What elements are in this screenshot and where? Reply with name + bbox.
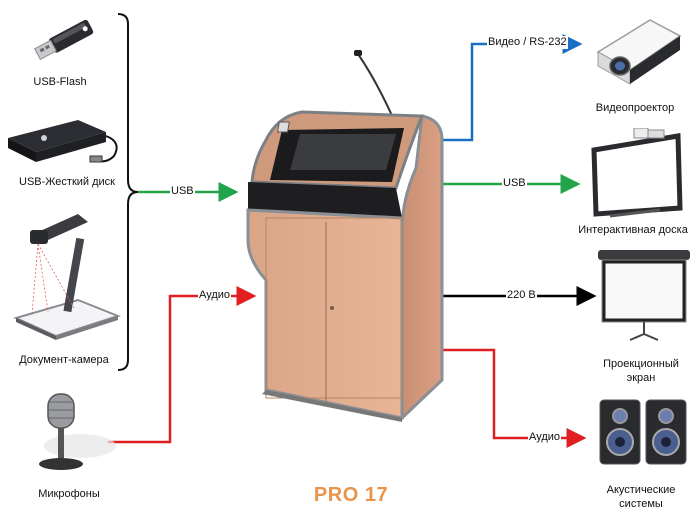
projection-screen-icon [596, 246, 692, 342]
audio-out-line [442, 350, 584, 438]
microphones-label: Микрофоны [14, 488, 124, 501]
projector-label: Видеопроектор [580, 102, 690, 115]
document-camera-icon [8, 208, 124, 350]
speakers-label-line2: системы [586, 498, 696, 511]
usb-hdd-label: USB-Жесткий диск [4, 176, 130, 189]
document-camera-label: Документ-камера [4, 354, 124, 367]
video-out-line [440, 44, 580, 140]
projection-screen-label-line2: экран [586, 372, 696, 385]
video-out-label: Видео / RS-232 [487, 36, 568, 49]
usb-flash-label: USB-Flash [10, 76, 110, 89]
interactive-board-icon [590, 128, 686, 222]
power-label: 220 В [506, 289, 537, 302]
product-title: PRO 17 [306, 484, 396, 507]
usb-out-label: USB [502, 177, 527, 190]
usb-in-label: USB [170, 185, 195, 198]
audio-out-label: Аудио [528, 431, 561, 444]
speakers-icon [596, 396, 692, 470]
speakers-label-line1: Акустические [586, 484, 696, 497]
interactive-board-label: Интерактивная доска [570, 224, 696, 237]
projector-icon [590, 10, 684, 92]
microphone-icon [20, 388, 116, 478]
projection-screen-label-line1: Проекционный [586, 358, 696, 371]
lectern-illustration [226, 50, 448, 422]
usb-hdd-icon [4, 108, 126, 170]
usb-flash-icon [28, 10, 100, 68]
